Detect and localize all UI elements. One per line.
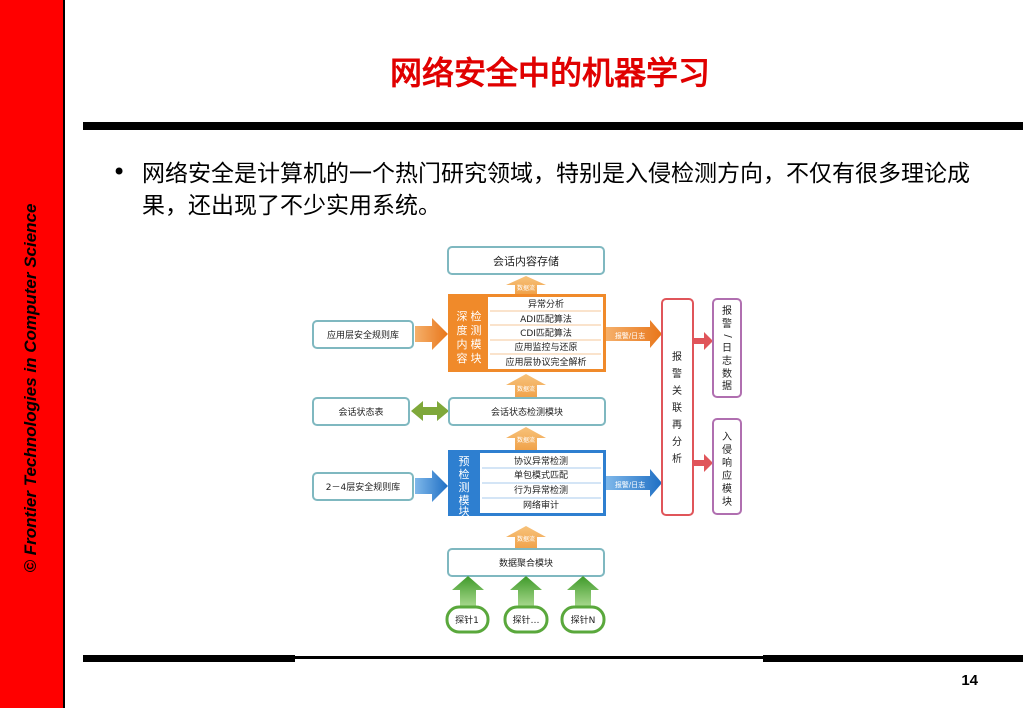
dataflow-label-3: 数据流: [517, 436, 535, 444]
intrusion-char: 响: [722, 456, 732, 469]
correlation-char: 关: [672, 384, 682, 397]
session-content-storage-box: [447, 246, 605, 275]
probe-box: [445, 605, 490, 634]
pre-item: 单包模式匹配: [514, 469, 568, 481]
correlation-char: 警: [672, 367, 682, 380]
deep-label-col1-2: 度: [457, 323, 468, 337]
deep-label-col1-3: 内: [457, 337, 468, 351]
deep-item: 应用层协议完全解析: [505, 356, 586, 368]
dataflow-arrow-3: [506, 427, 546, 450]
bullet-dot-icon: •: [112, 158, 127, 186]
probe-label: 探针…: [512, 614, 539, 626]
bottom-divider-left: [83, 655, 295, 662]
to-intrusion-arrow: [693, 454, 713, 472]
deep-label-col2-4: 块: [471, 352, 482, 365]
deep-item: 异常分析: [528, 298, 564, 310]
probe-label: 探针N: [571, 614, 596, 626]
session-module-label: 会话状态检测模块: [491, 406, 563, 418]
dataflow-label-4: 数据流: [517, 535, 535, 543]
dataflow-label-1: 数据流: [517, 284, 535, 292]
intrusion-response-box: [712, 418, 742, 515]
app-layer-rules-box: [312, 320, 414, 349]
bottom-divider-thin: [295, 656, 763, 659]
intrusion-char: 入: [722, 432, 732, 443]
page-number: 14: [961, 672, 978, 689]
alarm-db-char: 志: [722, 354, 732, 367]
top-divider: [83, 122, 1023, 130]
to-db-arrow: [693, 332, 713, 350]
deep-label-col2-3: 模: [471, 338, 482, 351]
alarm-db-char: 日: [722, 343, 732, 354]
probe-box: [560, 605, 606, 634]
app-rules-arrow: [415, 318, 448, 350]
correlation-char: 析: [672, 452, 682, 465]
probe-arrow-3: [567, 576, 599, 607]
dataflow-label-2: 数据流: [517, 385, 535, 393]
pre-label-1: 预: [459, 455, 470, 468]
probe-label: 探针1: [455, 614, 479, 626]
sidebar-copyright-text: © Frontier Technologies in Computer Scie…: [21, 203, 40, 573]
bullet-item: • 网络安全是计算机的一个热门研究领域，特别是入侵检测方向，不仅有很多理论成果，…: [112, 158, 982, 222]
alarm-db-box: [712, 298, 742, 398]
intrusion-char: 模: [722, 483, 732, 495]
pre-label-5: 块: [459, 505, 470, 518]
alarm-log-label-lower: 报警/日志: [615, 480, 645, 489]
session-module-box: [448, 397, 606, 426]
session-table-label: 会话状态表: [338, 406, 383, 418]
pre-label-2: 检: [459, 467, 470, 481]
intrusion-char: 块: [722, 496, 732, 508]
probe-arrow-2: [510, 576, 542, 607]
data-aggregate-label: 数据聚合模块: [499, 557, 553, 569]
alarm-db-char: 报: [722, 304, 732, 317]
bottom-divider-right: [763, 655, 1023, 662]
alarm-log-label-upper: 报警/日志: [615, 331, 645, 340]
l24-rules-arrow: [415, 470, 448, 502]
deep-label-col1-1: 深: [457, 310, 468, 323]
sidebar-bar: © Frontier Technologies in Computer Scie…: [0, 0, 65, 708]
pre-label-3: 测: [459, 481, 470, 494]
session-content-storage-label: 会话内容存储: [493, 254, 559, 268]
pre-item: 行为异常检测: [514, 484, 568, 496]
alarm-log-arrow-lower: [606, 469, 662, 497]
pre-item: 网络审计: [523, 499, 559, 511]
correlation-char: 分: [672, 436, 682, 448]
alarm-db-char: /: [722, 334, 733, 338]
probe-box: [503, 605, 549, 634]
session-table-box: [312, 397, 410, 426]
correlation-char: 报: [672, 350, 682, 363]
dataflow-arrow-4: [506, 526, 546, 549]
deep-item: CDI匹配算法: [520, 327, 572, 339]
deep-item: 应用监控与还原: [514, 341, 577, 353]
deep-label-col1-4: 容: [457, 351, 468, 365]
app-layer-rules-label: 应用层安全规则库: [327, 329, 399, 341]
bullet-text: 网络安全是计算机的一个热门研究领域，特别是入侵检测方向，不仅有很多理论成果，还出…: [142, 161, 970, 219]
dataflow-arrow-2: [506, 374, 546, 398]
pre-item: 协议异常检测: [514, 455, 568, 467]
alarm-log-arrow-upper: [606, 320, 662, 348]
alarm-db-char: 警: [722, 317, 732, 330]
intrusion-char: 侵: [722, 444, 732, 456]
pre-label-4: 模: [459, 494, 470, 507]
deep-label-col2-1: 检: [471, 309, 482, 323]
deep-label-col2-2: 测: [471, 324, 482, 337]
intrusion-char: 应: [722, 469, 732, 482]
deep-item: ADI匹配算法: [520, 313, 572, 325]
l24-rules-label: 2－4层安全规则库: [326, 481, 400, 493]
correlation-char: 联: [672, 402, 682, 414]
probe-arrow-1: [452, 576, 484, 607]
l24-rules-box: [312, 472, 414, 501]
alarm-db-char: 数: [722, 367, 732, 380]
session-bidirectional-arrow: [411, 401, 449, 421]
alarm-db-char: 据: [722, 379, 732, 392]
correlation-char: 再: [672, 419, 682, 431]
slide-title: 网络安全中的机器学习: [389, 54, 710, 92]
alarm-correlation-box: [661, 298, 694, 516]
dataflow-arrow-1: [506, 276, 546, 294]
ids-architecture-diagram: 会话内容存储 数据流 深 度 内 容 检 测 模 块 异常分析 ADI匹配算法 …: [303, 238, 758, 656]
